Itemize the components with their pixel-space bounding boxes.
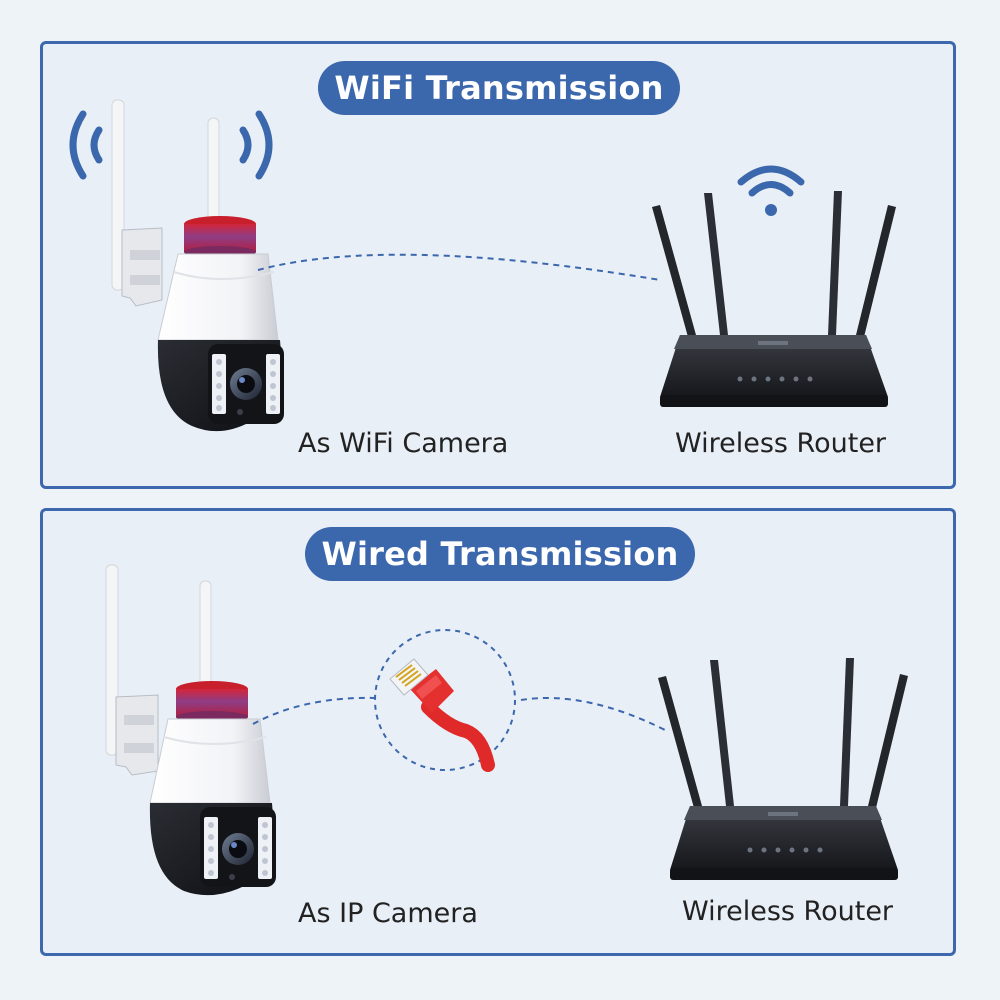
- wireless-router-image: [652, 191, 896, 407]
- wifi-router-label: Wireless Router: [675, 428, 887, 459]
- wired-link-line-right: [520, 697, 666, 731]
- ip-camera-image: [105, 564, 276, 896]
- wireless-router-image-wired: [658, 658, 908, 880]
- wired-link-line-left: [252, 696, 378, 725]
- wifi-camera-image: [111, 99, 284, 432]
- wired-transmission-title: Wired Transmission: [305, 527, 695, 581]
- signal-waves-icon: [69, 110, 273, 180]
- wireless-link-line: [257, 253, 661, 281]
- ip-camera-label: As IP Camera: [298, 898, 478, 929]
- wifi-transmission-title: WiFi Transmission: [318, 61, 680, 115]
- wifi-icon: [737, 165, 805, 216]
- ethernet-cable-icon: [374, 629, 516, 772]
- wired-router-label: Wireless Router: [682, 896, 894, 927]
- wifi-camera-label: As WiFi Camera: [298, 428, 509, 459]
